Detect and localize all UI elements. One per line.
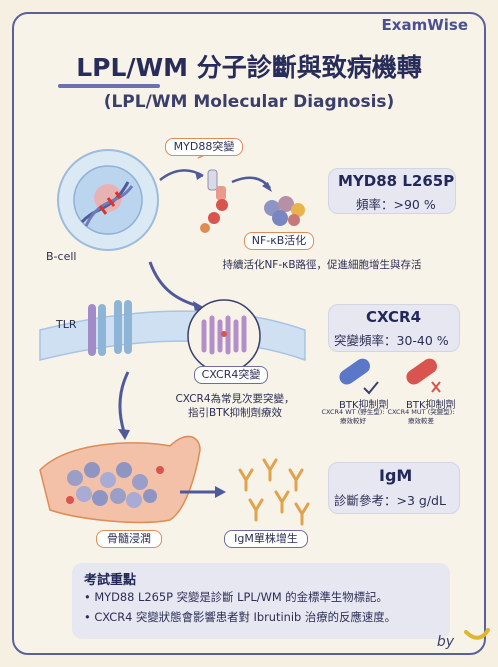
bone-marrow-tag: 骨髓浸潤 [96,530,162,548]
cxcr4-card [328,304,460,352]
tlr-receptor [88,300,132,356]
btk-capsule-mut [406,358,441,393]
myd88-card-title: MYD88 L265P [338,172,455,190]
igm-card-sub: 診斷參考：>3 g/dL [334,493,446,508]
brand-logo: ExamWise [381,16,468,34]
myd88-card [328,168,456,214]
btk-wt-detail-2: 療效較好 [340,417,366,425]
nfkb-note: 持續活化NF-κB路徑，促進細胞增生與存活 [222,259,422,271]
exam-item-1: • MYD88 L265P 突變是診斷 LPL/WM 的金標準生物標記。 [84,590,388,604]
btk-wt-detail-1: CXCR4 WT (野生型): [321,408,385,416]
cxcr4-receptor [187,299,261,373]
cxcr4-card-title: CXCR4 [366,308,422,326]
tlr-label: TLR [56,318,77,331]
cxcr4-note-2: 指引BTK抑制劑療效 [187,407,282,419]
exam-item-2: • CXCR4 突變狀態會影響患者對 Ibrutinib 治療的反應速度。 [84,610,397,624]
myd88-protein [200,169,228,233]
cxcr4-note-1: CXCR4為常見次要突變， [175,393,295,405]
title-underline [58,84,160,88]
banana-icon [464,628,490,640]
b-cell-illustration [57,149,159,251]
bone-marrow-illustration [39,435,201,524]
exam-item-2-text: CXCR4 突變狀態會影響患者對 Ibrutinib 治療的反應速度。 [94,610,397,624]
b-cell-label: B-cell [46,250,77,263]
igm-clonal-tag: IgM單株增生 [224,530,308,548]
cxcr4-card-sub: 突變頻率：30-40 % [334,333,449,348]
btk-mut-detail-2: 療效較差 [408,417,434,425]
igm-card-title: IgM [379,466,413,485]
btk-mut-label: BTK抑制劑 [406,400,456,411]
page-subtitle: (LPL/WM Molecular Diagnosis) [103,92,395,112]
igm-antibodies [238,458,310,526]
myd88-mutation-tag: MYD88突變 [165,138,243,156]
btk-mut-detail-1: CXCR4 MUT (突變型): [387,408,455,416]
signature: by [436,634,454,650]
exam-points-panel [72,563,450,639]
exam-item-1-text: MYD88 L265P 突變是診斷 LPL/WM 的金標準生物標記。 [94,590,388,604]
btk-wt-label: BTK抑制劑 [339,400,389,411]
igm-card [328,462,460,514]
nfkb-activation-tag: NF-κB活化 [244,232,314,250]
page-title: LPL/WM 分子診斷與致病機轉 [76,53,422,82]
cxcr4-mutation-tag: CXCR4突變 [194,366,268,384]
myd88-card-sub: 頻率：>90 % [356,197,436,212]
cell-membrane [39,310,306,362]
nfkb-complex [264,196,305,226]
btk-capsule-wt [339,358,379,395]
exam-points-title: 考試重點 [84,573,137,588]
